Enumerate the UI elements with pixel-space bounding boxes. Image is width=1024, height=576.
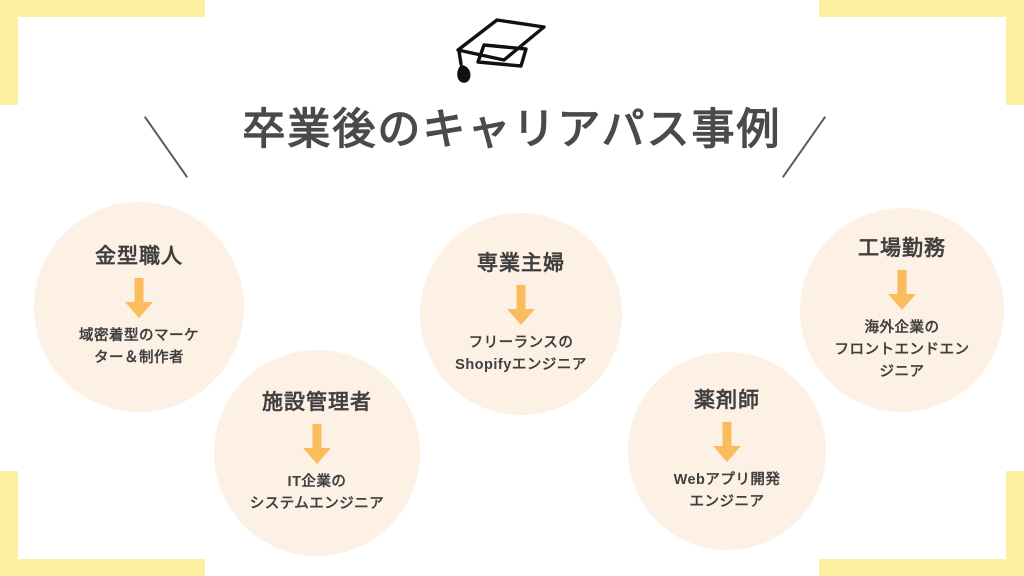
corner-bar-vertical [1006, 471, 1024, 576]
career-role-label: 金型職人 [95, 245, 183, 269]
career-case-bubble: 施設管理者 IT企業の システムエンジニア [214, 350, 420, 556]
down-arrow-icon [303, 424, 331, 465]
career-role-label: 専業主婦 [477, 252, 565, 276]
corner-bar-horizontal [0, 559, 205, 576]
career-case-bubble: 薬剤師 Webアプリ開発 エンジニア [628, 352, 826, 550]
corner-bar-vertical [0, 471, 18, 576]
career-role-label: 工場勤務 [858, 237, 946, 261]
career-outcome-label: Webアプリ開発 エンジニア [673, 472, 781, 511]
career-outcome-label: 海外企業の フロントエンドエン ジニア [834, 320, 970, 380]
corner-bar-vertical [1006, 0, 1024, 105]
down-arrow-icon [507, 285, 535, 326]
career-outcome-label: IT企業の システムエンジニア [249, 474, 385, 513]
corner-bar-horizontal [819, 559, 1024, 576]
corner-bar-horizontal [819, 0, 1024, 17]
down-arrow-icon [125, 278, 153, 319]
corner-bar-vertical [0, 0, 18, 105]
down-arrow-icon [888, 270, 916, 311]
graduation-cap-tassel [457, 65, 471, 83]
career-case-bubble: 専業主婦 フリーランスの Shopifyエンジニア [420, 213, 622, 415]
career-case-bubble: 金型職人 域密着型のマーケ ター＆制作者 [34, 202, 244, 412]
career-role-label: 施設管理者 [262, 391, 372, 415]
career-case-bubble: 工場勤務 海外企業の フロントエンドエン ジニア [800, 208, 1004, 412]
corner-bar-horizontal [0, 0, 205, 17]
down-arrow-icon [713, 422, 741, 463]
career-outcome-label: フリーランスの Shopifyエンジニア [455, 335, 587, 374]
career-outcome-label: 域密着型のマーケ ター＆制作者 [79, 328, 199, 367]
graduation-cap-icon [456, 18, 546, 83]
career-role-label: 薬剤師 [694, 389, 760, 413]
page-title: 卒業後のキャリアパス事例 [242, 106, 782, 154]
